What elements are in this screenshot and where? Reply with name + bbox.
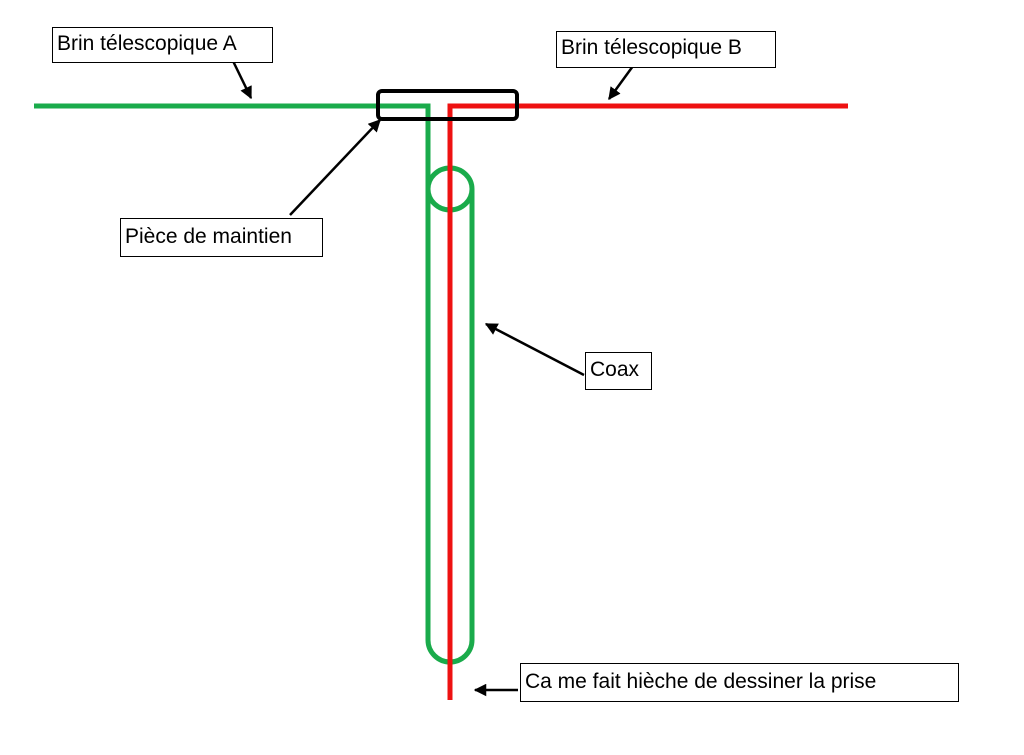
brin-a-line bbox=[34, 103, 431, 126]
label-brin-a: Brin télescopique A bbox=[52, 27, 273, 63]
label-brin-b: Brin télescopique B bbox=[556, 31, 776, 68]
holding-piece bbox=[376, 89, 519, 121]
label-piece-de-maintien: Pièce de maintien bbox=[120, 218, 323, 257]
arrow-piece bbox=[289, 119, 381, 216]
arrow-brin-a bbox=[231, 60, 253, 100]
brin-b-line bbox=[447, 103, 848, 700]
label-coax: Coax bbox=[585, 352, 652, 390]
label-prise: Ca me fait hièche de dessiner la prise bbox=[520, 663, 959, 702]
arrow-brin-b bbox=[607, 65, 635, 101]
arrow-coax bbox=[484, 322, 585, 377]
